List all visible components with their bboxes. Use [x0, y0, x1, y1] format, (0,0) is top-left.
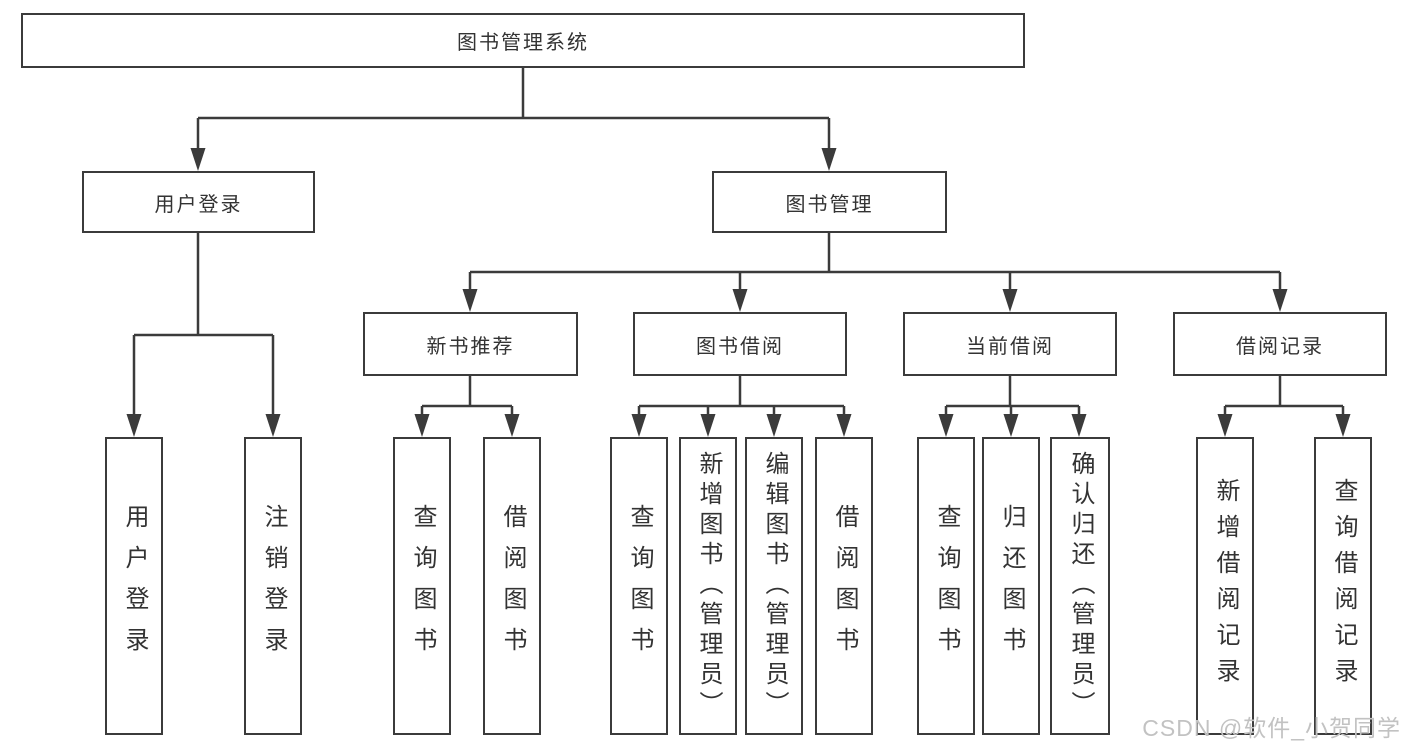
- leaf-logout-login: 注销登录: [244, 437, 302, 735]
- node-current-borrow: 当前借阅: [903, 312, 1117, 376]
- node-new-book-recommend: 新书推荐: [363, 312, 578, 376]
- leaf-cb-query-books-label: 查询图书: [933, 504, 960, 668]
- leaf-bb-add-books-admin-label: 新增图书（管理员）: [695, 451, 722, 721]
- leaf-nbr-borrow-books-label: 借阅图书: [499, 504, 526, 668]
- leaf-br-add-record: 新增借阅记录: [1196, 437, 1254, 735]
- leaf-bb-query-books: 查询图书: [610, 437, 668, 735]
- leaf-user-login: 用户登录: [105, 437, 163, 735]
- leaf-nbr-borrow-books: 借阅图书: [483, 437, 541, 735]
- leaf-user-login-label: 用户登录: [121, 504, 148, 668]
- watermark: CSDN @软件_小贺同学: [1142, 715, 1401, 741]
- leaf-cb-query-books: 查询图书: [917, 437, 975, 735]
- leaf-br-add-record-label: 新增借阅记录: [1212, 478, 1239, 694]
- leaf-logout-login-label: 注销登录: [260, 504, 287, 668]
- node-root: 图书管理系统: [21, 13, 1025, 68]
- leaf-cb-return-books: 归还图书: [982, 437, 1040, 735]
- leaf-br-query-record: 查询借阅记录: [1314, 437, 1372, 735]
- leaf-bb-borrow-books-label: 借阅图书: [831, 504, 858, 668]
- node-book-management: 图书管理: [712, 171, 947, 233]
- leaf-cb-confirm-return-admin-label: 确认归还（管理员）: [1067, 451, 1094, 721]
- leaf-cb-return-books-label: 归还图书: [998, 504, 1025, 668]
- leaf-br-query-record-label: 查询借阅记录: [1330, 478, 1357, 694]
- leaf-bb-query-books-label: 查询图书: [626, 504, 653, 668]
- node-user-login: 用户登录: [82, 171, 315, 233]
- leaf-nbr-query-books-label: 查询图书: [409, 504, 436, 668]
- leaf-bb-add-books-admin: 新增图书（管理员）: [679, 437, 737, 735]
- leaf-bb-edit-books-admin: 编辑图书（管理员）: [745, 437, 803, 735]
- leaf-nbr-query-books: 查询图书: [393, 437, 451, 735]
- leaf-bb-borrow-books: 借阅图书: [815, 437, 873, 735]
- node-book-borrow: 图书借阅: [633, 312, 847, 376]
- leaf-bb-edit-books-admin-label: 编辑图书（管理员）: [761, 451, 788, 721]
- node-borrow-records: 借阅记录: [1173, 312, 1387, 376]
- leaf-cb-confirm-return-admin: 确认归还（管理员）: [1050, 437, 1110, 735]
